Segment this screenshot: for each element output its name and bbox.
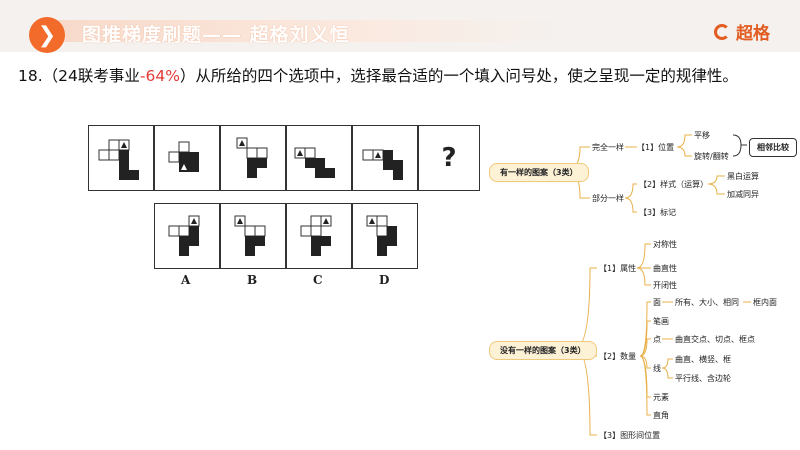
question-mark-panel: ? — [418, 125, 480, 191]
question-text: 18.（24联考事业-64%）从所给的四个选项中，选择最合适的一个填入问号处，使… — [18, 64, 738, 86]
node-open-closed: 开闭性 — [653, 281, 677, 290]
node-point: 点 — [653, 335, 661, 344]
option-c-panel[interactable] — [286, 203, 352, 269]
node-line-detail-2: 平行线、含边轮 — [675, 374, 731, 383]
node-stroke: 笔画 — [653, 317, 669, 326]
logo-text: 超格 — [736, 24, 770, 44]
chevron-right-icon: ❯ — [29, 17, 65, 53]
node-line: 线 — [653, 364, 661, 373]
option-b-shape — [234, 215, 266, 256]
option-c-shape — [300, 215, 332, 256]
puzzle-shape-2 — [168, 141, 199, 172]
page-title: 图推梯度刷题—— 超格刘义恒 — [82, 24, 350, 46]
question-prefix: 18.（24联考事业 — [18, 67, 140, 85]
node-partial: 部分一样 — [592, 194, 624, 203]
puzzle-shape-3 — [236, 137, 268, 178]
node-same-pattern: 有一样的图案（3类） — [489, 163, 589, 182]
node-add-subtract: 加减同异 — [727, 190, 759, 199]
logo-ring-icon — [714, 23, 730, 40]
option-a-panel[interactable] — [154, 203, 220, 269]
puzzle-panel-2 — [154, 125, 220, 191]
node-style-operation: 【2】样式（运算） — [639, 180, 709, 189]
node-inner-face: 框内面 — [753, 298, 777, 307]
option-d-panel[interactable] — [352, 203, 418, 269]
question-suffix: ）从所给的四个选项中，选择最合适的一个填入问号处，使之呈现一定的规律性。 — [179, 67, 738, 85]
puzzle-shape-4 — [294, 147, 335, 178]
puzzle-shape-1 — [98, 139, 139, 180]
option-b-panel[interactable] — [220, 203, 286, 269]
node-marker: 【3】标记 — [639, 208, 677, 217]
node-black-white-op: 黑白运算 — [727, 172, 759, 181]
node-element: 元素 — [653, 393, 669, 402]
brand-logo: 超格 — [714, 19, 770, 44]
option-c-label[interactable]: C — [313, 273, 323, 287]
option-a-shape — [168, 215, 200, 256]
option-a-label[interactable]: A — [181, 273, 191, 287]
mind-map: 有一样的图案（3类） 完全一样 【1】位置 平移 旋转/翻转 相邻比较 部分一样… — [485, 120, 800, 450]
option-d-shape — [366, 215, 397, 256]
header-banner: ❯ 图推梯度刷题—— 超格刘义恒 超格 — [0, 0, 800, 53]
node-symmetry: 对称性 — [653, 240, 677, 249]
node-identical: 完全一样 — [592, 143, 624, 152]
puzzle-figure: ? A B C D — [88, 125, 480, 290]
node-relative-position: 【3】图形间位置 — [599, 431, 661, 440]
node-line-detail-1: 曲直、横竖、框 — [675, 355, 731, 364]
option-d-label[interactable]: D — [379, 273, 390, 287]
node-right-angle: 直角 — [653, 411, 669, 420]
option-b-label[interactable]: B — [247, 273, 258, 287]
puzzle-panel-1 — [88, 125, 154, 191]
node-point-detail: 曲直交点、切点、框点 — [675, 335, 755, 344]
node-attribute: 【1】属性 — [599, 264, 637, 273]
puzzle-panel-3 — [220, 125, 286, 191]
title-bar-background — [40, 20, 560, 42]
node-quantity: 【2】数量 — [599, 352, 637, 361]
node-curve-straight: 曲直性 — [653, 264, 677, 273]
question-percent: -64% — [139, 67, 180, 85]
puzzle-panel-5 — [352, 125, 418, 191]
node-face-detail: 所有、大小、相同 — [675, 298, 739, 307]
node-no-same-pattern: 没有一样的图案（3类） — [489, 341, 597, 360]
node-rotation-flip: 旋转/翻转 — [694, 152, 729, 161]
puzzle-panel-4 — [286, 125, 352, 191]
node-translation: 平移 — [694, 131, 710, 140]
puzzle-shape-5 — [362, 149, 403, 180]
node-face: 面 — [653, 298, 661, 307]
node-adjacent-compare: 相邻比较 — [749, 138, 797, 157]
node-position: 【1】位置 — [637, 143, 675, 152]
